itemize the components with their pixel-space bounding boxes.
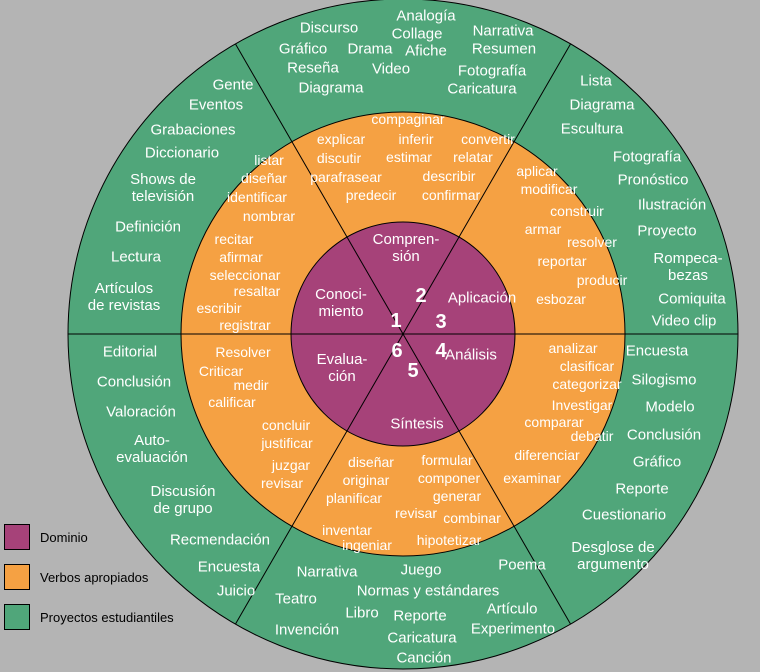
legend-item-verbos: Verbos apropiados (4, 564, 148, 590)
legend-item-proyectos: Proyectos estudiantiles (4, 604, 174, 630)
legend-swatch-domain (4, 524, 30, 550)
legend-label-dominio: Dominio (40, 529, 88, 545)
legend-label-proyectos: Proyectos estudiantiles (40, 609, 174, 625)
legend-swatch-verbs (4, 564, 30, 590)
legend-swatch-projects (4, 604, 30, 630)
legend-label-verbos: Verbos apropiados (40, 569, 149, 585)
legend-item-dominio: Dominio (4, 524, 88, 550)
sector-divider-120deg (235, 43, 571, 625)
